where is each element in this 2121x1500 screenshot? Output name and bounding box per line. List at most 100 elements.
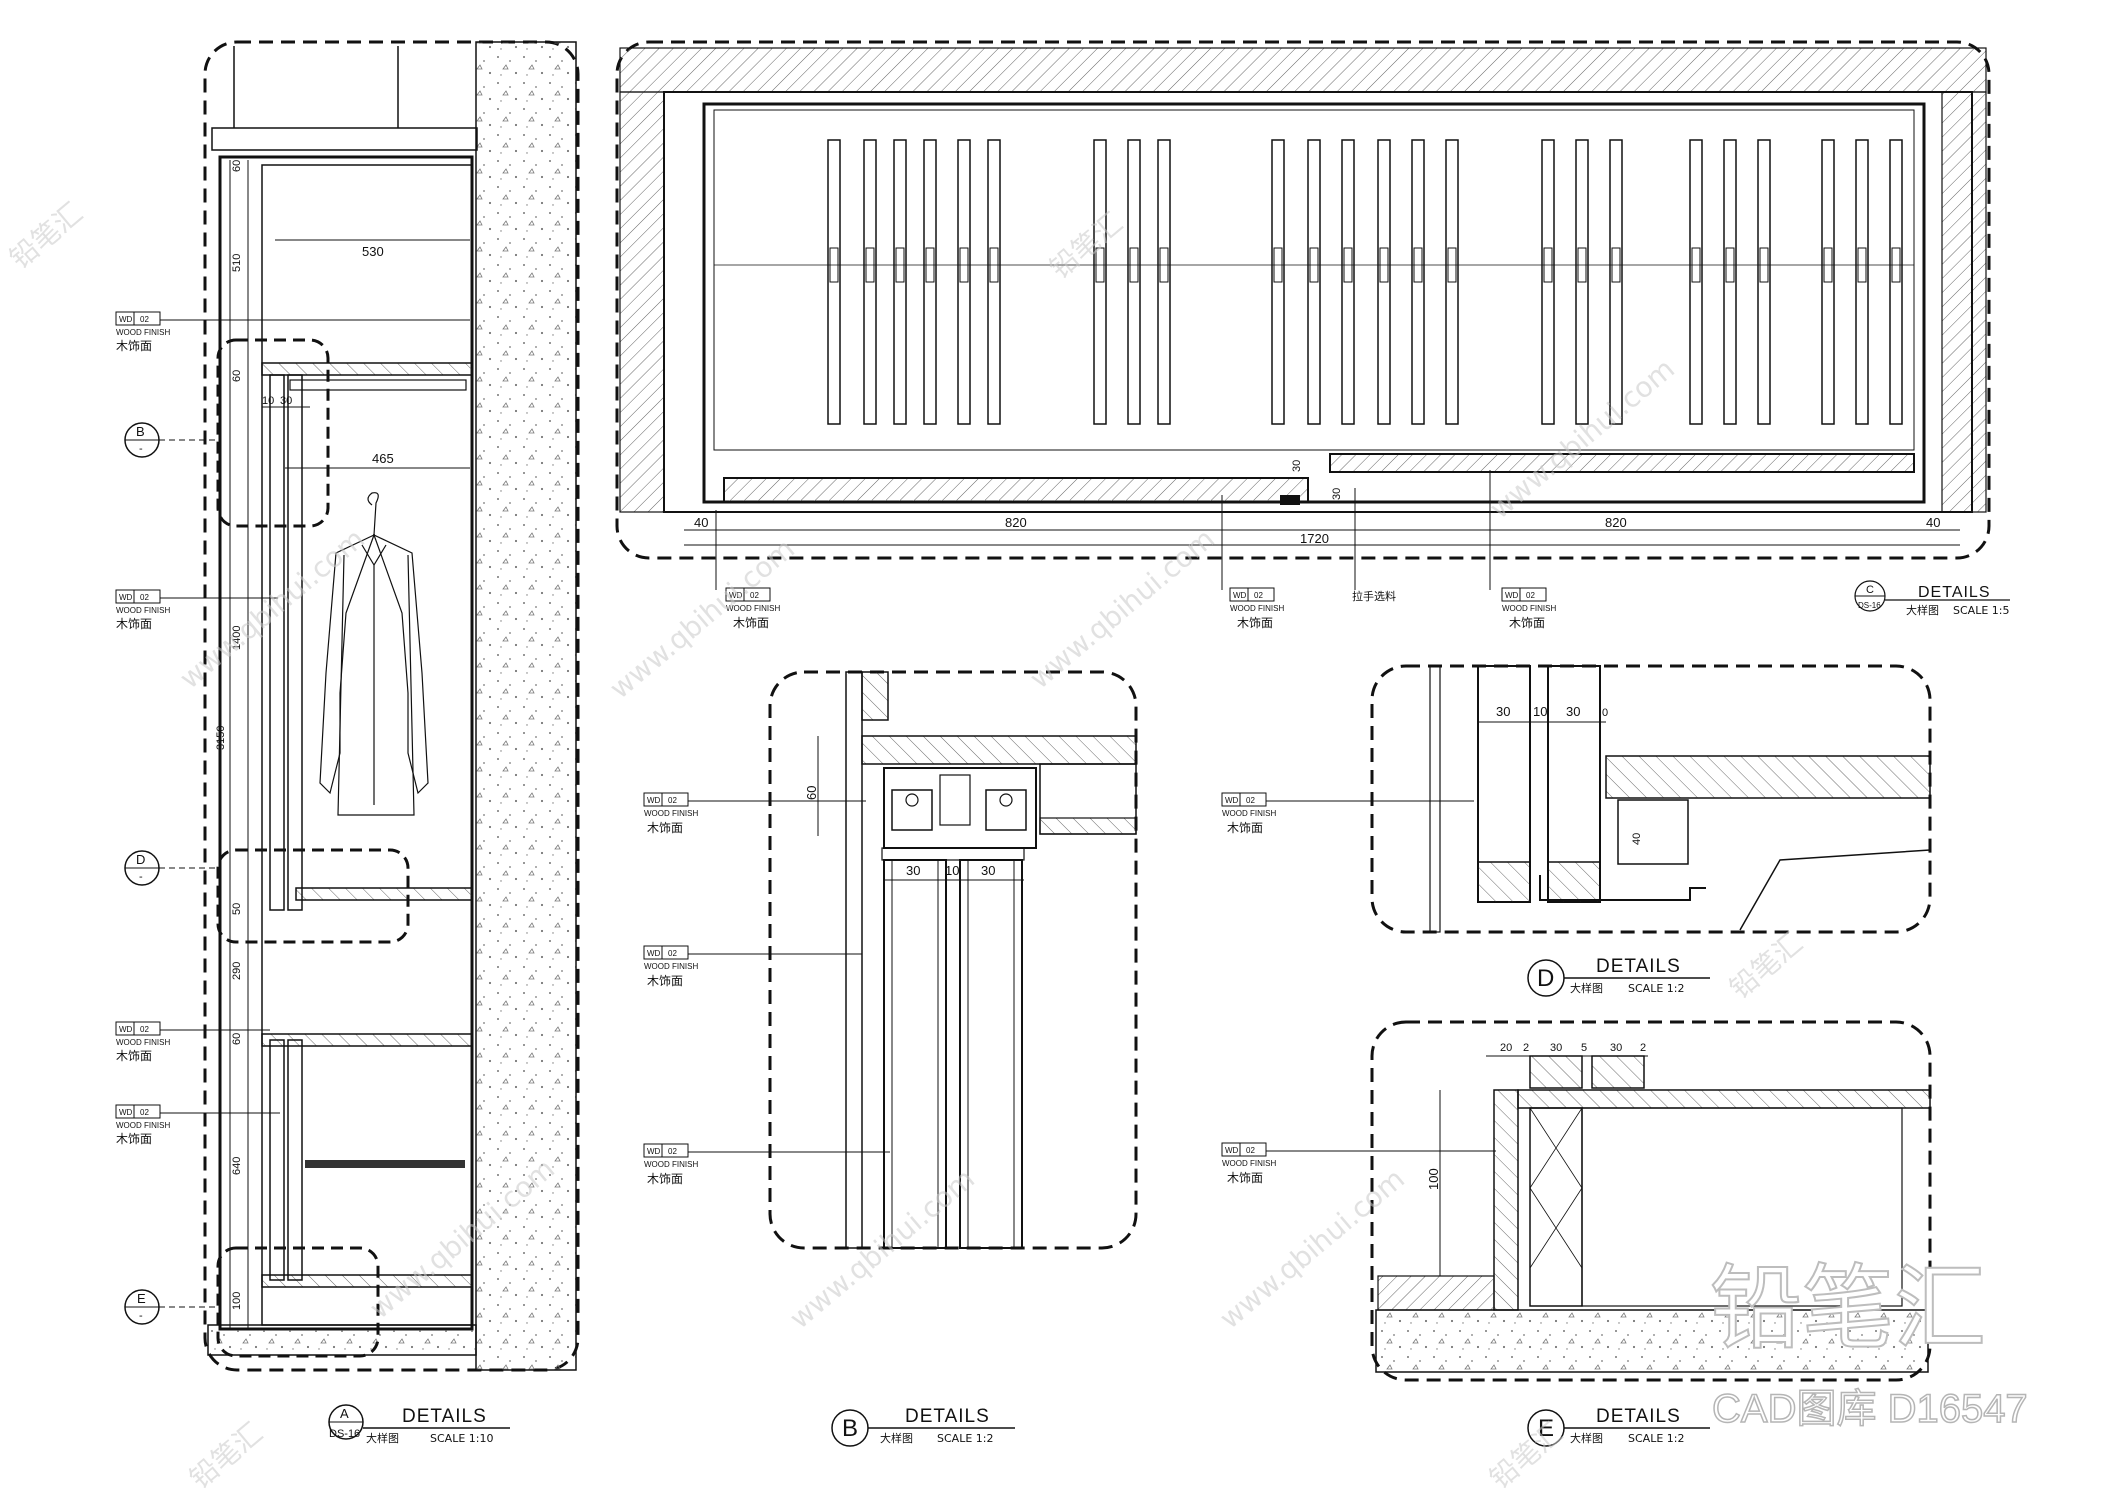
svg-text:WD: WD bbox=[1505, 591, 1519, 600]
svg-text:WD: WD bbox=[1233, 591, 1247, 600]
svg-text:WOOD FINISH: WOOD FINISH bbox=[644, 809, 698, 818]
hanger-hook bbox=[1691, 247, 1701, 283]
coat-icon bbox=[319, 492, 429, 816]
detail-e-frame bbox=[1370, 1020, 1932, 1382]
detail-a-frame bbox=[203, 40, 580, 1372]
material-tag: WD 02 WOOD FINISH 木饰面 bbox=[115, 589, 278, 631]
svg-text:02: 02 bbox=[1246, 796, 1255, 805]
hanger-bar bbox=[1889, 139, 1903, 425]
svg-text:-: - bbox=[139, 1310, 143, 1322]
side-panel-top bbox=[861, 671, 889, 721]
dim-290: 290 bbox=[231, 962, 243, 980]
hanger-bar bbox=[1445, 139, 1459, 425]
hanger-bar bbox=[1609, 139, 1623, 425]
hanger-hook bbox=[829, 247, 839, 283]
door-bottom-right bbox=[1591, 1055, 1645, 1089]
dim-30a: 30 bbox=[1291, 460, 1303, 472]
svg-text:02: 02 bbox=[750, 591, 759, 600]
hanger-bar bbox=[987, 139, 1001, 425]
wardrobe-inner bbox=[702, 102, 1926, 504]
title-block-e: E DETAILS 大样图 SCALE 1:2 bbox=[1527, 1406, 1710, 1447]
svg-text:WOOD FINISH: WOOD FINISH bbox=[116, 1038, 170, 1047]
svg-text:WOOD FINISH: WOOD FINISH bbox=[116, 1121, 170, 1130]
svg-text:DETAILS: DETAILS bbox=[905, 1406, 990, 1427]
break-line bbox=[1739, 849, 1931, 931]
svg-text:WOOD FINISH: WOOD FINISH bbox=[1222, 809, 1276, 818]
floor-base bbox=[207, 1324, 477, 1356]
sliding-door-panel bbox=[287, 374, 303, 911]
dim-60: 60 bbox=[804, 786, 819, 800]
watermark-text: 铅笔汇 bbox=[3, 196, 89, 275]
sliding-door-right bbox=[1329, 453, 1915, 473]
svg-text:WD: WD bbox=[729, 591, 743, 600]
material-tag: WD 02 WOOD FINISH 木饰面 bbox=[643, 945, 862, 988]
plinth-block bbox=[1529, 1107, 1583, 1307]
svg-text:SCALE 1:10: SCALE 1:10 bbox=[430, 1432, 493, 1445]
svg-text:WD: WD bbox=[1225, 796, 1239, 805]
svg-text:B: B bbox=[842, 1415, 859, 1442]
dim-2b: 2 bbox=[1640, 1042, 1646, 1054]
svg-text:WD: WD bbox=[119, 1108, 133, 1117]
svg-text:大样图: 大样图 bbox=[1570, 981, 1603, 995]
hanger-hook bbox=[925, 247, 935, 283]
roller-wheel bbox=[905, 793, 919, 807]
svg-text:大样图: 大样图 bbox=[1570, 1431, 1603, 1445]
dim-640: 640 bbox=[231, 1157, 243, 1175]
concrete-wall bbox=[475, 41, 577, 1371]
svg-text:WOOD FINISH: WOOD FINISH bbox=[116, 328, 170, 337]
svg-text:DS-16: DS-16 bbox=[329, 1428, 360, 1440]
material-tag: WD 02 WOOD FINISH 木饰面 bbox=[1229, 587, 1284, 630]
hanger-hook bbox=[1379, 247, 1389, 283]
dim-30: 30 bbox=[280, 395, 292, 407]
door-bottom-left bbox=[1477, 861, 1531, 903]
hanger-bar bbox=[1575, 139, 1589, 425]
dim-3150: 3150 bbox=[215, 726, 227, 750]
dim-30b: 30 bbox=[1331, 488, 1343, 500]
top-board bbox=[861, 735, 1137, 765]
door-bottom-left bbox=[1529, 1055, 1583, 1089]
hanger-hook bbox=[1857, 247, 1867, 283]
hanger-hook bbox=[1759, 247, 1769, 283]
hanger-hook bbox=[1159, 247, 1169, 283]
hanger-bar bbox=[863, 139, 877, 425]
hanger-bar bbox=[827, 139, 841, 425]
guide-bracket bbox=[1617, 799, 1689, 865]
title-block-b: B DETAILS 大样图 SCALE 1:2 bbox=[831, 1406, 1015, 1447]
roller-wheel bbox=[999, 793, 1013, 807]
svg-text:木饰面: 木饰面 bbox=[647, 821, 683, 835]
svg-text:大样图: 大样图 bbox=[880, 1431, 913, 1445]
svg-text:木饰面: 木饰面 bbox=[116, 339, 152, 353]
bottom-guide bbox=[1539, 875, 1706, 901]
dim-100: 100 bbox=[1426, 1168, 1441, 1190]
watermark-text: 铅笔汇 bbox=[1043, 206, 1129, 285]
svg-text:02: 02 bbox=[140, 1108, 149, 1117]
svg-text:02: 02 bbox=[140, 315, 149, 324]
svg-text:木饰面: 木饰面 bbox=[1227, 821, 1263, 835]
dim-100: 100 bbox=[231, 1292, 243, 1310]
door-handle bbox=[1280, 495, 1300, 505]
dim-40-right: 40 bbox=[1926, 515, 1940, 530]
svg-text:02: 02 bbox=[1246, 1146, 1255, 1155]
hanger-hook bbox=[959, 247, 969, 283]
shelf bbox=[295, 887, 473, 901]
hanger-hook bbox=[1095, 247, 1105, 283]
svg-text:WOOD FINISH: WOOD FINISH bbox=[644, 1160, 698, 1169]
track-housing-board bbox=[1039, 817, 1137, 835]
dim-510: 510 bbox=[231, 254, 243, 272]
dim-10: 10 bbox=[945, 863, 959, 878]
watermark-url: www.qbihui.com bbox=[1483, 352, 1681, 525]
svg-text:DS-16: DS-16 bbox=[1858, 601, 1881, 610]
detail-e: 20 2 30 5 30 2 100 WD 02 WOOD FINISH 木饰面… bbox=[1221, 1020, 1932, 1447]
hanger-bar bbox=[1821, 139, 1835, 425]
hanger-bar bbox=[1723, 139, 1737, 425]
hanger-hook bbox=[1823, 247, 1833, 283]
hanger-bar bbox=[1093, 139, 1107, 425]
hanger-bar bbox=[1157, 139, 1171, 425]
callout-d bbox=[216, 848, 410, 944]
wall-hatch-right bbox=[1941, 91, 1987, 513]
dim-60: 60 bbox=[231, 160, 243, 172]
detail-d: 30 10 30 0 40 WD 02 WOOD FINISH 木饰面 D DE… bbox=[1221, 664, 1932, 997]
hanger-bar bbox=[893, 139, 907, 425]
dim-40-left: 40 bbox=[694, 515, 708, 530]
